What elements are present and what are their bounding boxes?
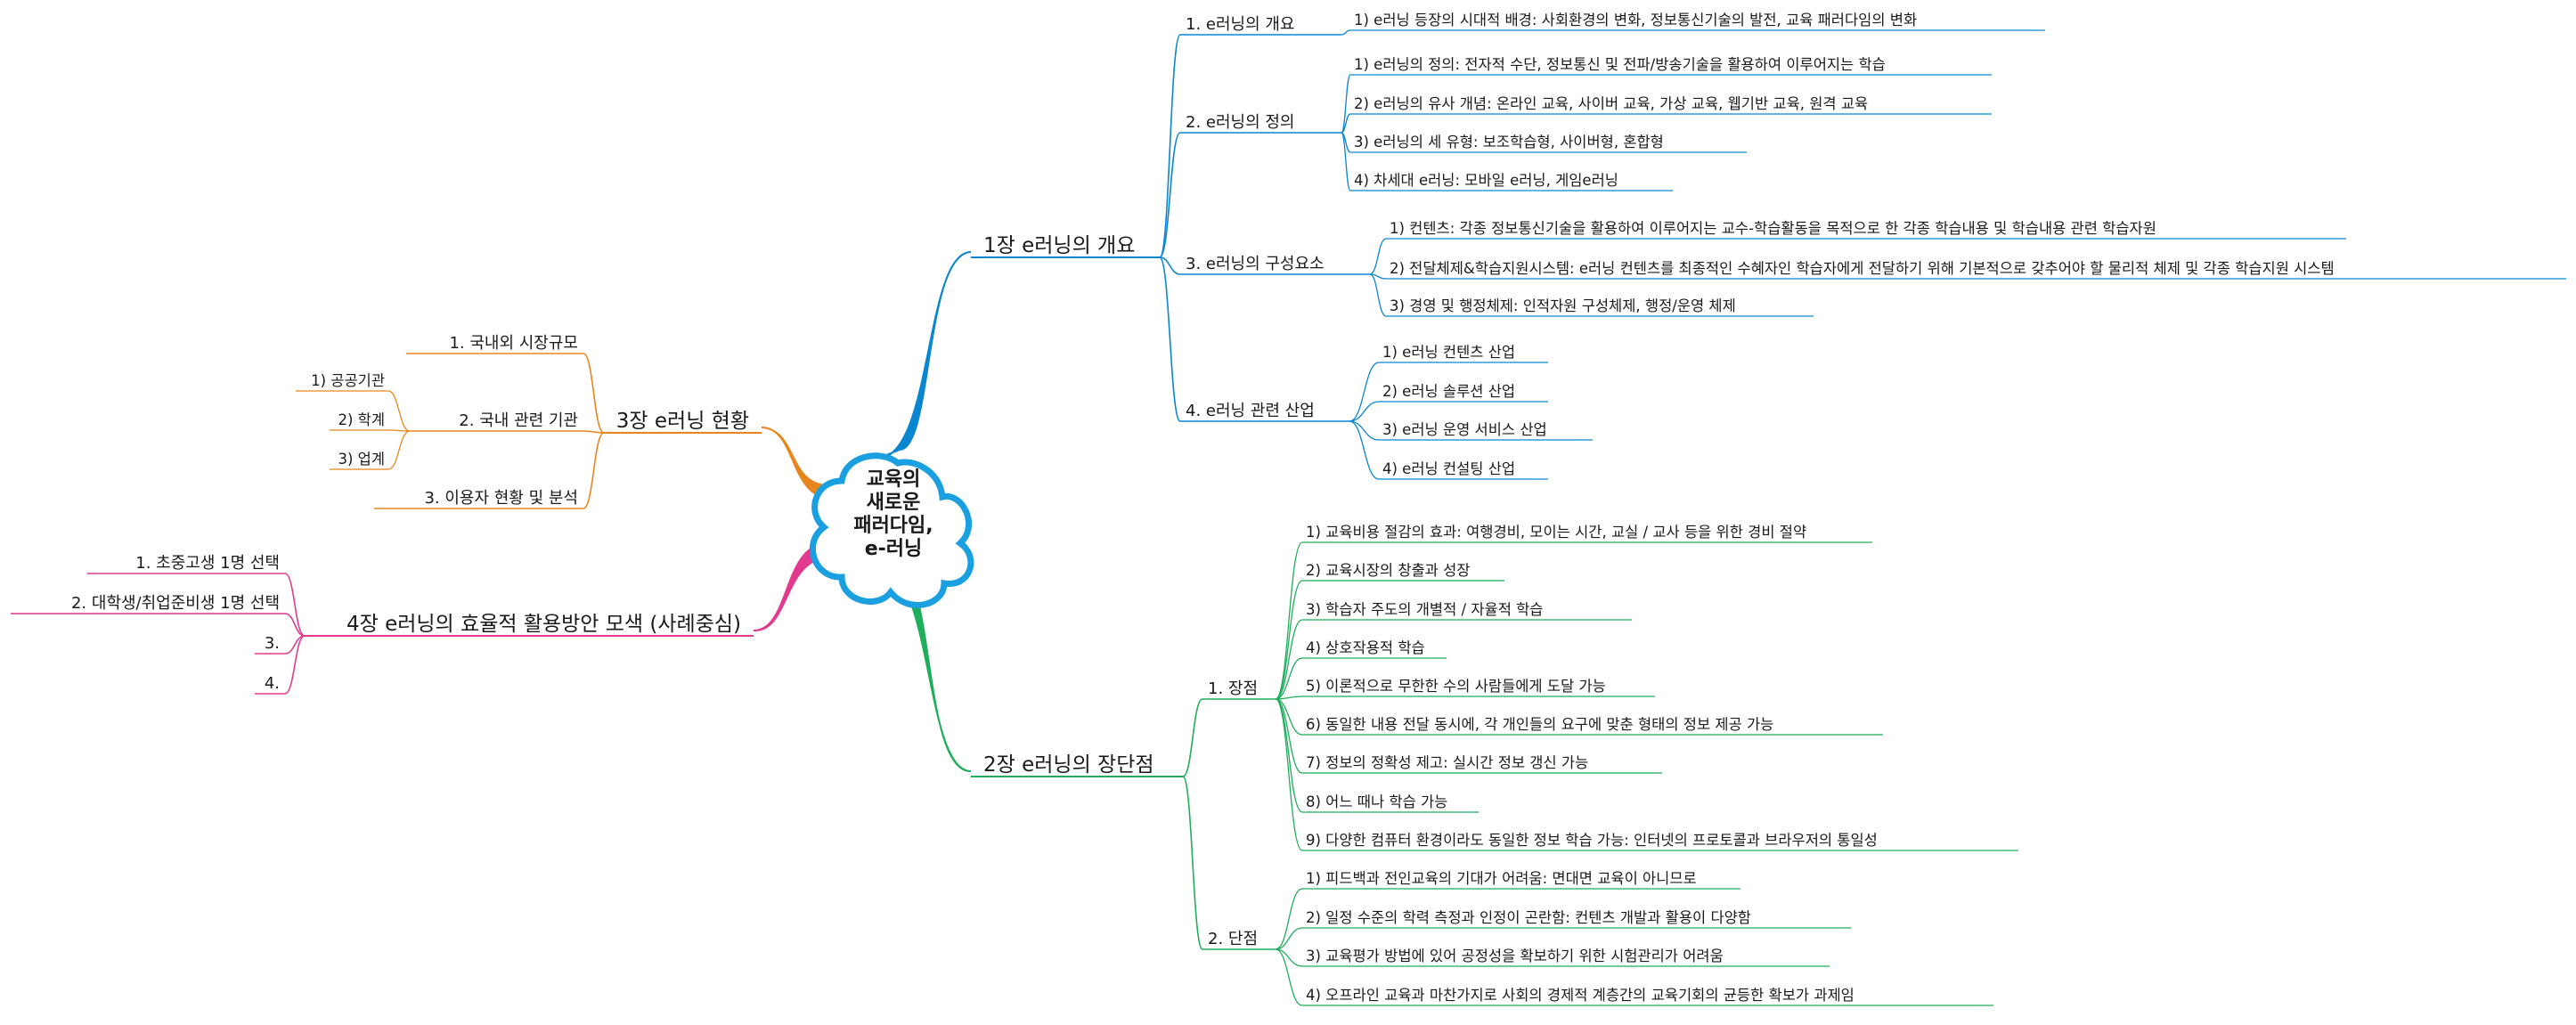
chapter-3-topic-2-leaf-connector-3	[387, 430, 411, 470]
chapter-2-topic-1-leaf-3[interactable]: 3) 학습자 주도의 개별적 / 자율적 학습	[1306, 601, 1543, 618]
chapter-4-connector-1	[284, 573, 306, 637]
chapter-2-topic-1-leaf-connector-3	[1275, 619, 1303, 700]
chapter-3-topic-2-leaf-connector-1	[387, 390, 411, 432]
chapter-4-label[interactable]: 4장 e러닝의 효율적 활용방안 모색 (사례중심)	[346, 613, 741, 636]
chapter-1-topic-4-leaf-3[interactable]: 3) e러닝 운영 서비스 산업	[1382, 421, 1547, 438]
chapter-2-topic-1-leaf-connector-4	[1275, 657, 1303, 700]
central-topic-line-1: 교육의	[867, 468, 921, 491]
branch-layer: 1장 e러닝의 개요 1. e러닝의 개요 1) e러닝 등장의 시대적 배경: 사…	[11, 12, 2566, 1006]
central-topic-line-4: e-러닝	[865, 538, 923, 560]
chapter-1-topic-3-leaf-connector-3	[1369, 273, 1387, 317]
chapter-2-topic-2-leaf-4[interactable]: 4) 오프라인 교육과 마찬가지로 사회의 경제적 계층간의 교육기회의 균등한…	[1306, 987, 1855, 1004]
chapter-3-topic-2[interactable]: 2. 국내 관련 기관	[459, 411, 578, 430]
chapter-4-topic-2[interactable]: 2. 대학생/취업준비생 1명 선택	[71, 594, 280, 613]
chapter-1-connector-1	[1159, 34, 1181, 258]
chapter-2-topic-2-leaf-connector-1	[1275, 888, 1303, 950]
chapter-3-topic-2-leaf-2[interactable]: 2) 학계	[338, 411, 385, 428]
chapter-1-topic-2-leaf-connector-1	[1341, 74, 1351, 134]
chapter-1-topic-2-leaf-1[interactable]: 1) e러닝의 정의: 전자적 수단, 정보통신 및 전파/방송기술을 활용하여…	[1354, 56, 1886, 73]
chapter-1-topic-4-leaf-2[interactable]: 2) e러닝 솔루션 산업	[1382, 383, 1515, 400]
chapter-3-topic-1[interactable]: 1. 국내외 시장규모	[449, 334, 578, 353]
chapter-2-topic-2-leaf-3[interactable]: 3) 교육평가 방법에 있어 공정성을 확보하기 위한 시험관리가 어려움	[1306, 948, 1724, 964]
chapter-2-connector-1	[1182, 698, 1203, 777]
chapter-1-topic-3-leaf-1[interactable]: 1) 컨텐츠: 각종 정보통신기술을 활용하여 이루어지는 교수-학습활동을 목…	[1390, 220, 2156, 237]
chapter-2-label[interactable]: 2장 e러닝의 장단점	[983, 753, 1154, 777]
chapter-1-topic-4[interactable]: 4. e러닝 관련 산업	[1186, 402, 1315, 420]
chapter-2-topic-1-leaf-connector-2	[1275, 580, 1303, 700]
chapter-2-topic-2-leaf-connector-2	[1275, 927, 1303, 950]
chapter-1-topic-3-leaf-2[interactable]: 2) 전달체제&학습지원시스템: e러닝 컨텐츠를 최종적인 수혜자인 학습자에…	[1390, 260, 2335, 277]
chapter-2-ribbon	[876, 565, 972, 773]
chapter-1-ribbon	[876, 251, 972, 460]
chapter-1-topic-4-leaf-4[interactable]: 4) e러닝 컨설팅 산업	[1382, 460, 1515, 477]
chapter-2-topic-2[interactable]: 2. 단점	[1208, 930, 1258, 948]
chapter-1-topic-1-leaf-connector-1	[1341, 29, 1351, 36]
chapter-2-topic-1-leaf-8[interactable]: 8) 어느 때나 학습 가능	[1306, 793, 1447, 810]
chapter-3-label[interactable]: 3장 e러닝 현황	[616, 410, 749, 433]
chapter-2-topic-1-leaf-connector-1	[1275, 541, 1303, 700]
chapter-1-label[interactable]: 1장 e러닝의 개요	[983, 234, 1135, 257]
chapter-4-topic-4[interactable]: 4.	[265, 674, 280, 693]
chapter-1-topic-4-leaf-connector-2	[1349, 401, 1380, 422]
central-topic-line-2: 새로운	[867, 492, 921, 514]
chapter-2-topic-1[interactable]: 1. 장점	[1208, 679, 1258, 698]
central-topic[interactable]: 교육의 새로운 패러다임, e-러닝	[809, 452, 974, 608]
chapter-1-topic-3-leaf-3[interactable]: 3) 경영 및 행정체제: 인적자원 구성체제, 행정/운영 체제	[1390, 297, 1736, 314]
chapter-1-connector-2	[1159, 132, 1181, 258]
chapter-2-topic-1-leaf-connector-9	[1275, 698, 1303, 851]
chapter-1-topic-4-leaf-1[interactable]: 1) e러닝 컨텐츠 산업	[1382, 344, 1515, 361]
chapter-1-topic-2-leaf-4[interactable]: 4) 차세대 e러닝: 모바일 e러닝, 게임e러닝	[1354, 172, 1618, 189]
central-topic-cloud	[809, 452, 974, 608]
chapter-1-topic-2-leaf-3[interactable]: 3) e러닝의 세 유형: 보조학습형, 사이버형, 혼합형	[1354, 134, 1664, 150]
chapter-1-topic-1-leaf-1[interactable]: 1) e러닝 등장의 시대적 배경: 사회환경의 변화, 정보통신기술의 발전,…	[1354, 12, 1917, 28]
chapter-2-topic-2-leaf-connector-4	[1275, 948, 1303, 1006]
chapter-1-topic-1[interactable]: 1. e러닝의 개요	[1186, 15, 1295, 34]
chapter-3-connector-3	[583, 432, 605, 509]
chapter-2-topic-1-leaf-7[interactable]: 7) 정보의 정확성 제고: 실시간 정보 갱신 가능	[1306, 754, 1588, 771]
chapter-2-topic-1-leaf-6[interactable]: 6) 동일한 내용 전달 동시에, 각 개인들의 요구에 맞춘 형태의 정보 제…	[1306, 716, 1773, 733]
chapter-3-connector-2	[583, 430, 605, 434]
chapter-3-connector-1	[583, 353, 605, 434]
central-topic-line-3: 패러다임,	[853, 515, 933, 537]
chapter-1-topic-3[interactable]: 3. e러닝의 구성요소	[1186, 255, 1325, 273]
chapter-1-connector-4	[1159, 256, 1181, 422]
chapter-4-topic-1[interactable]: 1. 초중고생 1명 선택	[135, 554, 280, 573]
chapter-1-topic-2-leaf-2[interactable]: 2) e러닝의 유사 개념: 온라인 교육, 사이버 교육, 가상 교육, 웹기…	[1354, 95, 1868, 112]
chapter-2-topic-1-leaf-connector-7	[1275, 698, 1303, 774]
chapter-2-topic-1-leaf-2[interactable]: 2) 교육시장의 창출과 성장	[1306, 562, 1470, 579]
chapter-2-topic-1-leaf-1[interactable]: 1) 교육비용 절감의 효과: 여행경비, 모이는 시간, 교실 / 교사 등을…	[1306, 524, 1806, 541]
chapter-1-topic-2[interactable]: 2. e러닝의 정의	[1186, 113, 1295, 132]
chapter-2-topic-1-leaf-9[interactable]: 9) 다양한 컴퓨터 환경이라도 동일한 정보 학습 가능: 인터넷의 프로토콜…	[1306, 832, 1878, 849]
chapter-1-topic-3-leaf-connector-1	[1369, 238, 1387, 275]
chapter-4-connector-4	[284, 635, 306, 695]
chapter-2-connector-2	[1182, 776, 1203, 950]
chapter-2-topic-1-leaf-5[interactable]: 5) 이론적으로 무한한 수의 사람들에게 도달 가능	[1306, 678, 1606, 695]
chapter-3-topic-2-leaf-1[interactable]: 1) 공공기관	[311, 372, 385, 389]
chapter-4-topic-3[interactable]: 3.	[265, 634, 280, 653]
chapter-2-topic-2-leaf-1[interactable]: 1) 피드백과 전인교육의 기대가 어려움: 면대면 교육이 아니므로	[1306, 870, 1697, 887]
chapter-3-topic-2-leaf-3[interactable]: 3) 업계	[338, 451, 385, 468]
chapter-3-topic-2-leaf-connector-2	[387, 429, 411, 432]
chapter-1-connector-3	[1159, 256, 1181, 275]
chapter-1-topic-2-leaf-connector-4	[1341, 132, 1351, 191]
chapter-1-topic-4-leaf-connector-4	[1349, 420, 1380, 480]
chapter-4-connector-2	[284, 613, 306, 637]
chapter-2-topic-2-leaf-2[interactable]: 2) 일정 수준의 학력 측정과 인정이 곤란함: 컨텐츠 개발과 활용이 다양…	[1306, 909, 1751, 926]
chapter-1-topic-4-leaf-connector-1	[1349, 362, 1380, 422]
chapter-1-topic-2-leaf-connector-2	[1341, 113, 1351, 134]
chapter-2-topic-1-leaf-connector-5	[1275, 696, 1303, 700]
chapter-3-topic-3[interactable]: 3. 이용자 현황 및 분석	[424, 489, 578, 508]
chapter-2-topic-1-leaf-4[interactable]: 4) 상호작용적 학습	[1306, 639, 1425, 656]
